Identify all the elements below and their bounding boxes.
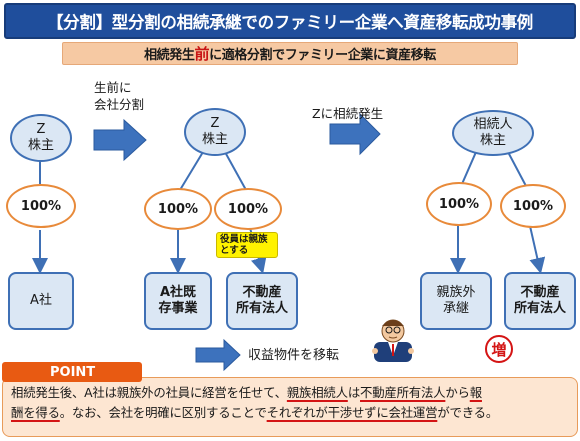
point-text-heirs: 親族相続人 bbox=[286, 385, 348, 400]
stage2-real-estate-node: 不動産所有法人 bbox=[226, 272, 298, 330]
point-text-5: から bbox=[445, 385, 470, 400]
page-subtitle: 相続発生前に適格分割でファミリー企業に資産移転 bbox=[62, 42, 518, 65]
stage1-owner-line1: Z bbox=[36, 121, 46, 137]
block-arrow-right-icon bbox=[195, 338, 241, 372]
stage3-non-family-node: 親族外承継 bbox=[420, 272, 492, 330]
stage1-owner-line2: 株主 bbox=[27, 138, 54, 153]
point-description: 相続発生後、A社は親族外の社員に経営を任せて、親族相続人は不動産所有法人から報酬… bbox=[2, 377, 578, 437]
stage3-ownership-pct-left: 100% bbox=[426, 182, 492, 226]
stage2-owner-line2: 株主 bbox=[201, 132, 228, 147]
stage3-connector-left-top bbox=[461, 151, 477, 185]
stage2-right-company-line1: 不動産 bbox=[242, 284, 282, 300]
subtitle-accent: 前 bbox=[194, 45, 210, 63]
stage3-owner-line2: 株主 bbox=[479, 133, 506, 148]
step1-label: 生前に 会社分割 bbox=[94, 80, 144, 114]
stage2-ownership-pct-left: 100% bbox=[144, 188, 212, 230]
stage2-owner-line1: Z bbox=[210, 115, 220, 131]
stage3-connector-right-top bbox=[507, 151, 527, 187]
stage1-ownership-pct: 100% bbox=[6, 184, 76, 228]
step1-label-line1: 生前に bbox=[94, 80, 132, 95]
step1-label-line2: 会社分割 bbox=[94, 96, 145, 112]
stage2-existing-business-node: A社既存事業 bbox=[144, 272, 212, 330]
stage2-connector-left-top bbox=[179, 151, 204, 191]
stage3-ownership-pct-right: 100% bbox=[500, 184, 566, 228]
block-arrow-right-icon bbox=[329, 112, 381, 156]
step2-label: Zに相続発生 bbox=[312, 106, 384, 121]
point-text-real-estate: 不動産所有法人 bbox=[360, 385, 446, 400]
page-title: 【分割】型分割の相続承継でのファミリー企業へ資産移転成功事例 bbox=[4, 3, 576, 39]
stage2-left-company-line1: A社既 bbox=[159, 284, 197, 300]
stage3-real-estate-node: 不動産所有法人 bbox=[504, 272, 576, 330]
stage3-left-company-line1: 親族外 bbox=[436, 284, 476, 300]
subtitle-post: に適格分割でファミリー企業に資産移転 bbox=[209, 48, 436, 63]
point-text-1: 相続発生後、A社は親族外の社員に経営を任せて、 bbox=[11, 385, 287, 400]
step3-label: 収益物件を移転 bbox=[248, 348, 340, 363]
stage3-left-company-line2: 承継 bbox=[442, 301, 469, 316]
subtitle-pre: 相続発生 bbox=[144, 48, 195, 63]
stage2-note-line1: 役員は親族 bbox=[220, 234, 268, 245]
stage3-right-company-line2: 所有法人 bbox=[513, 301, 566, 316]
point-text-3: は bbox=[347, 385, 361, 400]
point-text-8: 。なお、会社を明確に区別することで bbox=[59, 405, 267, 421]
point-label: POINT bbox=[2, 362, 142, 382]
stage2-officer-note: 役員は親族 とする bbox=[216, 232, 278, 258]
point-text-10: ができる。 bbox=[437, 405, 499, 421]
increase-stamp-icon: 増 bbox=[485, 335, 513, 363]
point-text-7: 酬を得る bbox=[11, 405, 60, 421]
person-illustration-icon bbox=[372, 319, 414, 362]
stage3-heir-shareholder-node: 相続人株主 bbox=[452, 110, 534, 156]
stage1-company-node: A社 bbox=[8, 272, 74, 330]
point-text-6: 報 bbox=[469, 385, 482, 400]
stage2-ownership-pct-right: 100% bbox=[214, 188, 282, 230]
stage2-left-company-line2: 存事業 bbox=[158, 301, 198, 316]
stage2-connector-right-top bbox=[224, 151, 247, 191]
stage3-right-company-line1: 不動産 bbox=[520, 284, 560, 300]
block-arrow-right-icon bbox=[93, 118, 147, 162]
point-text-independent: それぞれが干渉せずに会社運営 bbox=[266, 405, 438, 421]
stage3-connector-right-bottom bbox=[529, 225, 546, 274]
stage2-note-line2: とする bbox=[220, 244, 249, 256]
stage3-owner-line1: 相続人 bbox=[473, 116, 513, 132]
stage2-right-company-line2: 所有法人 bbox=[235, 301, 288, 316]
